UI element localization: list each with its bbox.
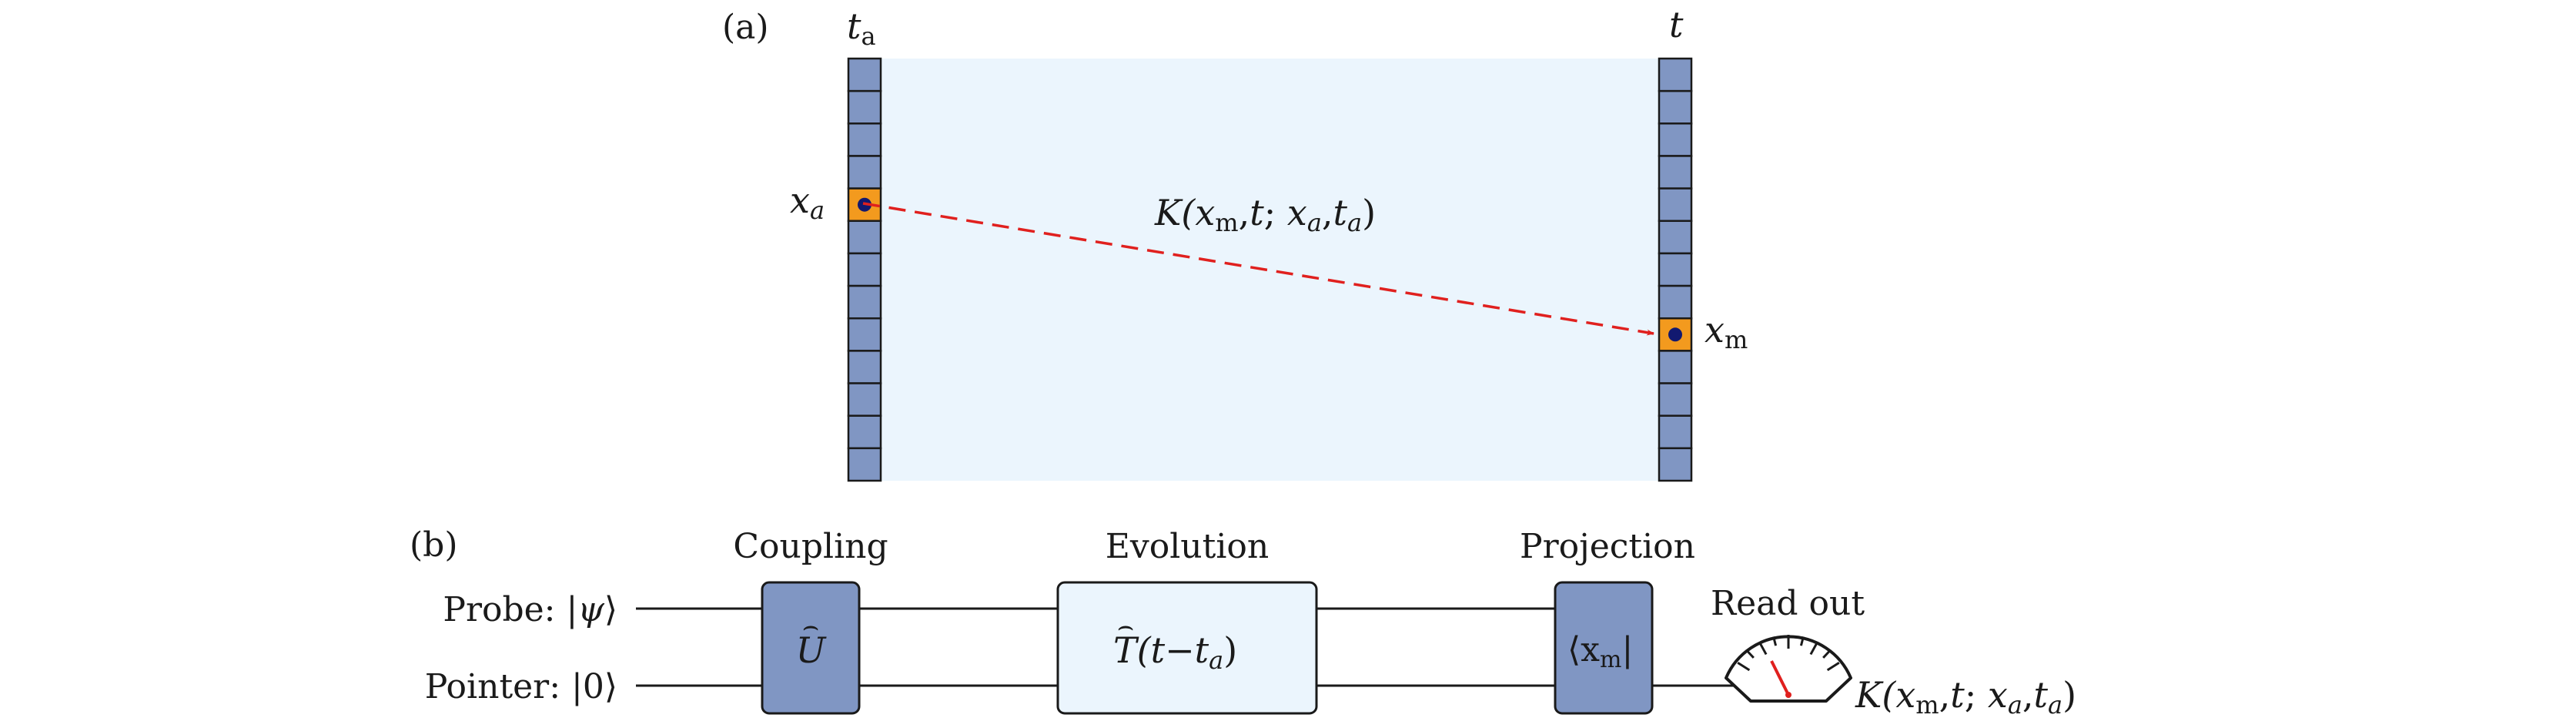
right-grid-cell <box>1658 252 1693 287</box>
meter-tick <box>1809 641 1818 656</box>
left-grid-cell <box>847 414 882 450</box>
left-grid-cell <box>847 122 882 157</box>
meter-tick <box>1799 636 1805 646</box>
right-grid-cell <box>1658 155 1693 190</box>
projection-title: Projection <box>1520 527 1695 566</box>
meter-tick <box>1737 661 1751 672</box>
evolution-operator: T(t−ta) <box>1113 629 1237 675</box>
right-position-label: xm <box>1705 309 1748 354</box>
right-grid-cell <box>1658 350 1693 384</box>
propagation-arrow <box>862 202 1654 336</box>
meter-tick <box>1758 641 1768 656</box>
probe-label: Probe: |ψ⟩ <box>443 590 617 629</box>
left-position-label: xa <box>790 179 825 225</box>
right-grid-cell <box>1658 187 1693 223</box>
evolution-title: Evolution <box>1106 527 1269 566</box>
right-grid-cell <box>1658 57 1693 92</box>
panel-b: (b) Coupling Evolution Projection Read o… <box>410 525 2076 720</box>
left-grid-cell <box>847 284 882 320</box>
right-grid-cell <box>1658 220 1693 255</box>
left-grid-cell <box>847 317 882 352</box>
panel-a-label: (a) <box>722 8 769 47</box>
pointer-label: Pointer: |0⟩ <box>425 667 617 706</box>
left-grid-cell <box>847 155 882 190</box>
coupling-title: Coupling <box>733 527 888 566</box>
left-grid-cell <box>847 350 882 384</box>
left-grid-cell <box>847 447 882 482</box>
right-grid-cell <box>1658 382 1693 417</box>
projection-operator: ⟨xm| <box>1567 630 1633 673</box>
output-kernel-label: K(xm,t; xa,ta) <box>1855 674 2076 720</box>
evolution-gate: ⌢ T(t−ta) <box>1056 581 1318 715</box>
coupling-hat: ⌢ <box>802 611 819 642</box>
left-position-column <box>847 57 882 482</box>
left-grid-cell <box>847 89 882 125</box>
coupling-operator: U <box>796 629 828 671</box>
left-grid-cell <box>847 252 882 287</box>
right-grid-cell <box>1658 284 1693 320</box>
left-grid-cell <box>847 220 882 255</box>
right-time-label: t <box>1669 4 1684 45</box>
right-grid-cell <box>1658 447 1693 482</box>
projection-gate: ⟨xm| <box>1554 581 1654 715</box>
readout-title: Read out <box>1711 584 1865 623</box>
meter-tick <box>1746 650 1755 659</box>
right-particle-dot <box>1668 327 1682 342</box>
meter-needle <box>1770 660 1790 696</box>
evolution-hat: ⌢ <box>1117 611 1134 642</box>
right-grid-cell <box>1658 89 1693 125</box>
panel-b-label: (b) <box>410 525 458 565</box>
kernel-label: K(xm,t; xa,ta) <box>1154 192 1376 237</box>
left-time-label: ta <box>847 5 876 51</box>
evolution-region <box>881 59 1659 481</box>
coupling-gate: ⌢ U <box>761 581 861 715</box>
meter-icon <box>1725 635 1852 703</box>
meter-tick <box>1772 636 1778 646</box>
meter-tick <box>1826 661 1840 672</box>
right-position-column <box>1658 57 1693 482</box>
panel-a: (a) ta t K(xm,t; xa,ta) xa xm <box>722 4 1748 482</box>
right-grid-cell <box>1658 414 1693 450</box>
meter-tick <box>1822 650 1831 659</box>
right-grid-cell <box>1658 122 1693 157</box>
left-grid-cell <box>847 382 882 417</box>
left-grid-cell <box>847 57 882 92</box>
